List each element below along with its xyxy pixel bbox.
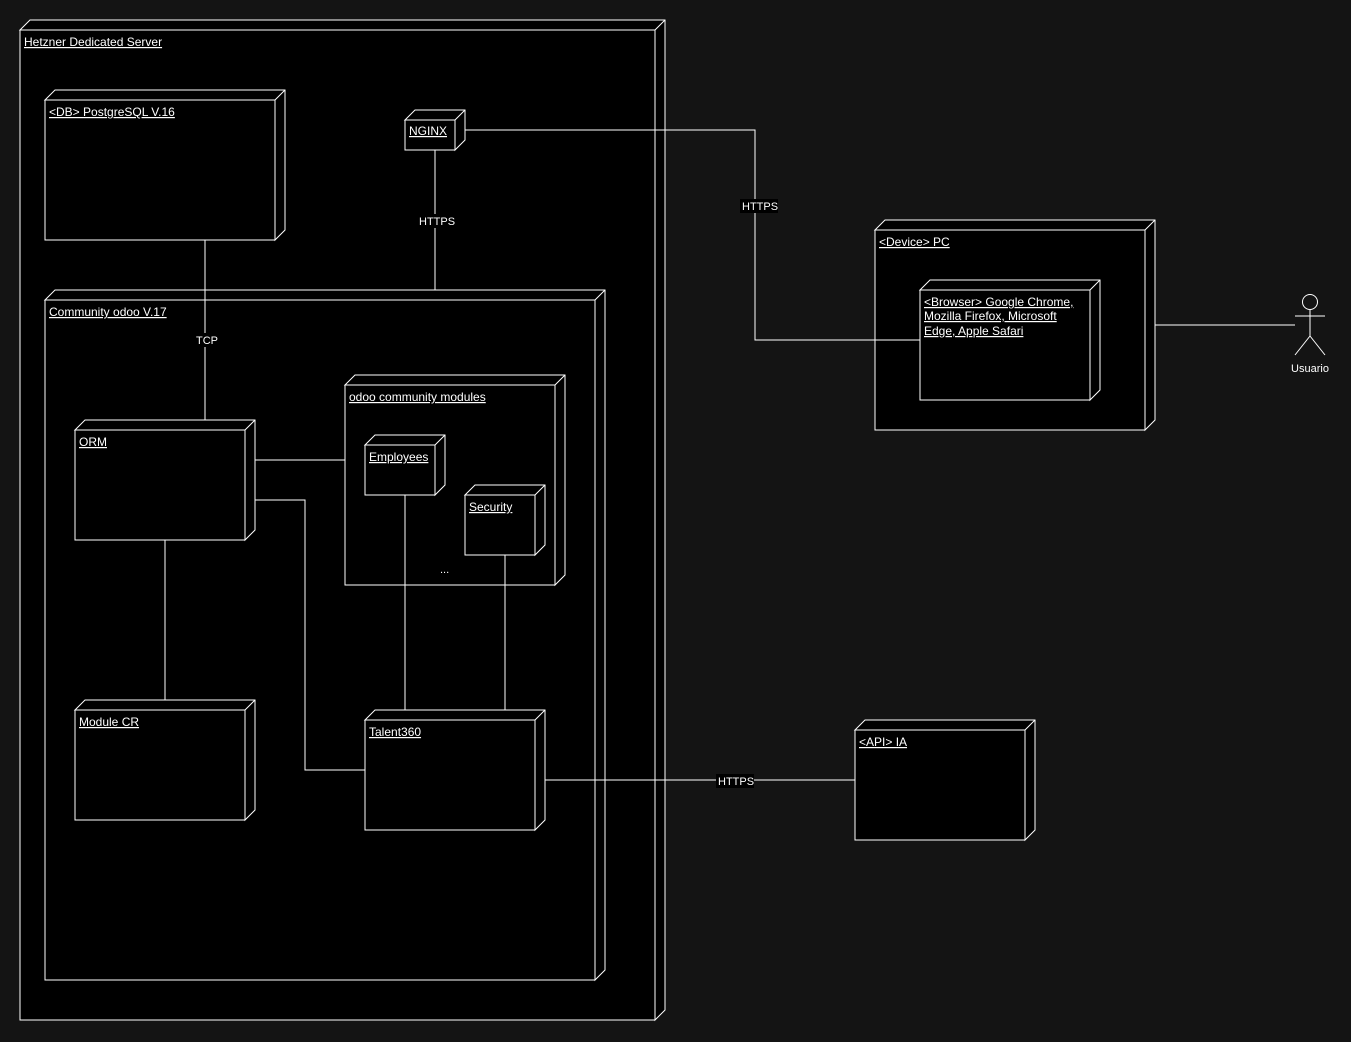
talent360-label: Talent360	[369, 725, 421, 739]
edge-orm-talent360[interactable]	[255, 499, 365, 771]
api-ia-label: <API> IA	[859, 735, 907, 749]
edge-labels: HTTPS HTTPS TCP HTTPS	[194, 199, 778, 788]
hetzner-server-label: Hetzner Dedicated Server	[24, 35, 162, 49]
edge-nginx-browser[interactable]	[465, 129, 920, 341]
odoo-label: Community odoo V.17	[49, 305, 167, 319]
person-icon	[1294, 294, 1326, 356]
talent360-node[interactable]: Talent360	[363, 709, 546, 832]
api-ia-node[interactable]: <API> IA	[853, 719, 1036, 842]
module-cr-node[interactable]: Module CR	[73, 699, 256, 822]
edge-label-nginx-browser: HTTPS	[742, 201, 778, 213]
edge-label-talent-api: HTTPS	[718, 776, 754, 788]
module-cr-label: Module CR	[79, 715, 139, 729]
modules-more-text: ...	[440, 564, 449, 576]
edge-label-postgres-orm: TCP	[196, 335, 218, 347]
nginx-label: NGINX	[409, 124, 447, 138]
usuario-label: Usuario	[1291, 363, 1329, 375]
edge-label-nginx-odoo: HTTPS	[419, 216, 455, 228]
browser-label-line3: Edge, Apple Safari	[924, 324, 1023, 338]
employees-label: Employees	[369, 450, 428, 464]
postgres-label: <DB> PostgreSQL V.16	[49, 105, 175, 119]
orm-node[interactable]: ORM	[73, 419, 256, 542]
browser-label-line1: <Browser> Google Chrome,	[924, 295, 1073, 309]
orm-label: ORM	[79, 435, 107, 449]
employees-node[interactable]: Employees	[363, 434, 446, 497]
connections	[164, 129, 1295, 781]
nginx-node[interactable]: NGINX	[403, 109, 466, 152]
browser-label-line2: Mozilla Firefox, Microsoft	[924, 309, 1057, 323]
browser-node[interactable]: <Browser> Google Chrome, Mozilla Firefox…	[918, 279, 1101, 402]
postgres-node[interactable]: <DB> PostgreSQL V.16	[43, 89, 286, 242]
security-label: Security	[469, 500, 512, 514]
modules-label: odoo community modules	[349, 390, 486, 404]
security-node[interactable]: Security	[463, 484, 546, 557]
device-pc-label: <Device> PC	[879, 235, 950, 249]
usuario-actor[interactable]: Usuario	[1291, 294, 1329, 376]
